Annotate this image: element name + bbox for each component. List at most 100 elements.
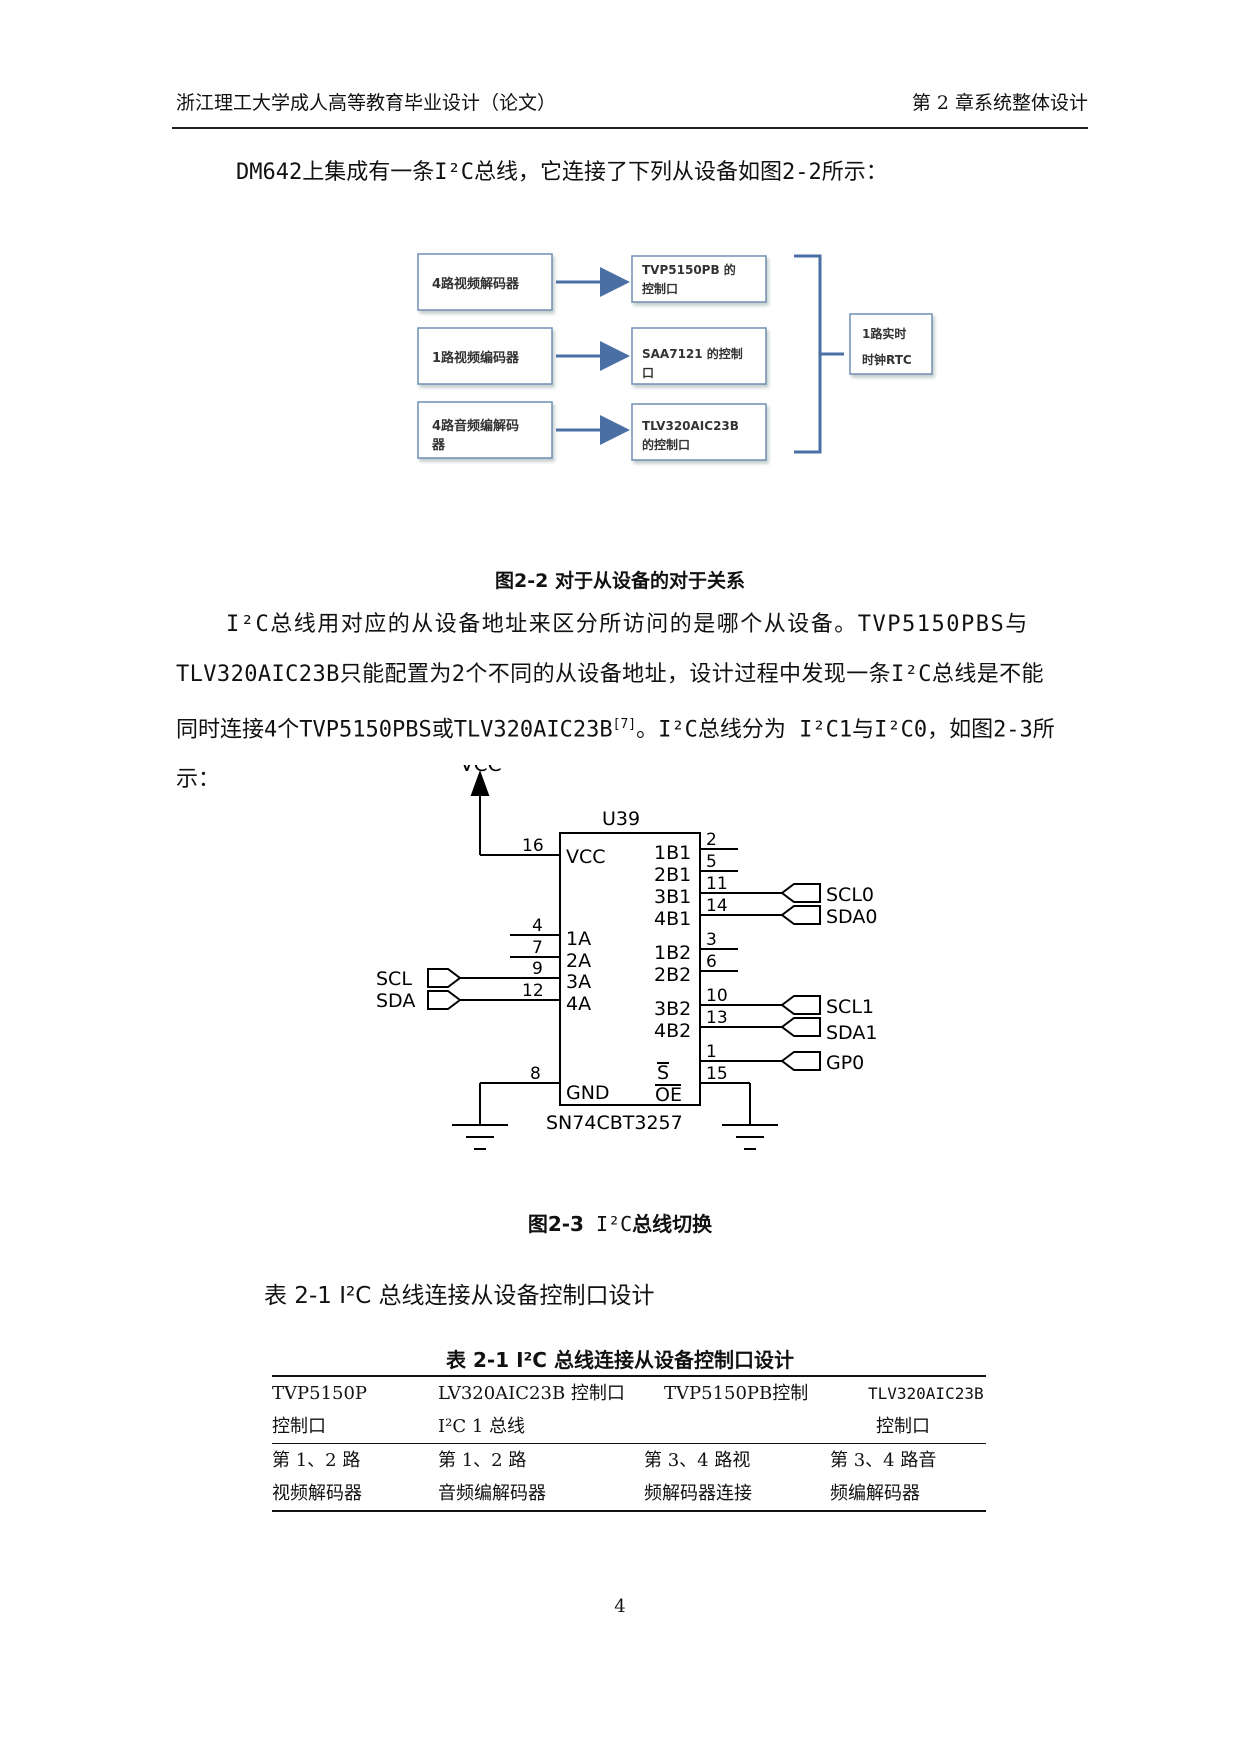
figure-2-3-schematic: VCC U39 SN74CBT3257 16 VCC 4 1A 7 2A 9 3…	[376, 765, 877, 1150]
box-rtc	[849, 313, 933, 375]
pin-9-label: 3A	[566, 971, 591, 993]
paragraph-i2c-line-3b: 。I²C总线分为 I²C1与I²C0，如图2-3所示：	[176, 717, 1055, 793]
gp0-connector	[780, 1051, 821, 1071]
net-scl0: SCL0	[826, 884, 874, 906]
net-sda: SDA	[376, 990, 415, 1012]
box-tlv320-label-1: TLV320AIC23B	[642, 419, 739, 433]
pin-10-label: 3B2	[654, 998, 691, 1020]
pin-10-number: 10	[706, 986, 728, 1006]
paragraph-i2c-line-3: 同时连接4个TVP5150PBS或TLV320AIC23B[7]。I²C总线分为…	[176, 700, 1090, 805]
box-saa7121-label-1: SAA7121 的控制	[642, 346, 743, 361]
pin-2-number: 2	[706, 830, 717, 850]
box-rtc-label-2: 时钟RTC	[862, 352, 912, 367]
box-video-encoder-label: 1路视频编码器	[432, 350, 520, 366]
paragraph-intro: DM642上集成有一条I²C总线，它连接了下列从设备如图2-2所示：	[236, 160, 888, 185]
vcc-arrow-icon	[470, 770, 490, 796]
pin-16-number: 16	[522, 836, 544, 856]
box-saa7121	[631, 327, 767, 385]
pin-15-number: 15	[706, 1064, 728, 1084]
vcc-label: VCC	[460, 765, 502, 776]
pin-12-number: 12	[522, 981, 544, 1001]
box-rtc-label-1: 1路实时	[862, 326, 906, 341]
paragraph-i2c: I²C总线用对应的从设备地址来区分所访问的是哪个从设备。TVP5150PBS与 …	[176, 600, 1090, 805]
box-audio-codec-label-2: 器	[431, 438, 446, 453]
paragraph-i2c-line-2: TLV320AIC23B只能配置为2个不同的从设备地址，设计过程中发现一条I²C…	[176, 662, 1044, 687]
figure-2-3-caption: 图2-3 I²C总线切换	[0, 1208, 1240, 1237]
pin-14-number: 14	[706, 896, 728, 916]
pin-5-number: 5	[706, 852, 717, 872]
row-cell-4: 第 3、4 路音频编解码器	[830, 1450, 937, 1504]
pin-13-label: 4B2	[654, 1020, 691, 1042]
box-tvp5150pb-label-2: 控制口	[642, 281, 678, 296]
row-cell-1: 第 1、2 路视频解码器	[272, 1450, 362, 1504]
citation: [7]	[612, 717, 637, 732]
table-row: 第 1、2 路视频解码器 第 1、2 路音频编解码器 第 3、4 路视频解码器连…	[272, 1444, 986, 1510]
sda0-connector	[780, 905, 821, 925]
paragraph-i2c-line-3a: 同时连接4个TVP5150PBS或TLV320AIC23B	[176, 717, 613, 743]
pin-5-label: 2B1	[654, 864, 691, 886]
box-video-decoder-label: 4路视频解码器	[432, 276, 520, 292]
box-audio-codec-label-1: 4路音频编解码	[432, 418, 519, 434]
page-number: 4	[614, 1596, 626, 1617]
net-sda1: SDA1	[826, 1022, 877, 1044]
scl1-connector	[780, 995, 821, 1015]
box-saa7121-label-2: 口	[642, 366, 654, 380]
figure-2-3-caption-number: 图2-3	[527, 1212, 584, 1236]
pin-1-label: S	[657, 1062, 669, 1084]
table-title: 表 2-1 I²C 总线连接从设备控制口设计	[446, 1348, 794, 1372]
pin-12-label: 4A	[566, 993, 591, 1015]
pin-9-number: 9	[532, 959, 543, 979]
net-scl: SCL	[376, 968, 412, 990]
pin-14-label: 4B1	[654, 908, 691, 930]
pin-11-label: 3B1	[654, 886, 691, 908]
figure-2-2-diagram: 4路视频解码器 1路视频编码器 4路音频编解码 器 TVP5150PB 的 控制…	[417, 253, 933, 461]
pin-2-label: 1B1	[654, 842, 691, 864]
pin-7-label: 2A	[566, 950, 591, 972]
pin-7-number: 7	[532, 938, 543, 958]
pin-11-number: 11	[706, 874, 728, 894]
figure-2-2-caption: 图2-2 对于从设备的对于关系	[495, 570, 745, 592]
pin-13-number: 13	[706, 1008, 728, 1028]
row-cell-2: 第 1、2 路音频编解码器	[438, 1450, 546, 1504]
paragraph-i2c-line-1: I²C总线用对应的从设备地址来区分所访问的是哪个从设备。TVP5150PBS与	[226, 612, 1029, 637]
header-chapter: 第 2 章系统整体设计	[911, 92, 1088, 114]
sda-in-connector	[427, 990, 462, 1010]
sda1-connector	[780, 1017, 821, 1037]
row-cell-3: 第 3、4 路视频解码器连接	[644, 1450, 752, 1504]
box-tvp5150pb	[631, 255, 767, 303]
figure-2-3-caption-i2c: I²C	[583, 1212, 633, 1236]
pin-6-label: 2B2	[654, 964, 691, 986]
net-scl1: SCL1	[826, 996, 874, 1018]
chip-u39	[559, 832, 701, 1106]
pin-4-label: 1A	[566, 928, 591, 950]
header-cell-3: TVP5150PB控制	[664, 1383, 809, 1404]
box-tlv320-label-2: 的控制口	[642, 437, 690, 452]
pin-8-number: 8	[530, 1064, 541, 1084]
chip-name: U39	[602, 808, 640, 830]
table-intro-text: 表 2-1 I²C 总线连接从设备控制口设计	[264, 1283, 655, 1309]
figure-2-3-caption-text: 总线切换	[632, 1212, 713, 1236]
box-tvp5150pb-label-1: TVP5150PB 的	[642, 262, 736, 277]
header-title: 浙江理工大学成人高等教育毕业设计（论文）	[176, 92, 557, 114]
bracket	[794, 254, 844, 454]
pin-16-label: VCC	[566, 846, 606, 868]
scl0-connector	[780, 883, 821, 903]
net-sda0: SDA0	[826, 906, 877, 928]
pin-3-label: 1B2	[654, 942, 691, 964]
pin-3-number: 3	[706, 930, 717, 950]
box-audio-codec	[417, 401, 553, 459]
header-rule	[172, 127, 1088, 129]
chip-part-number: SN74CBT3257	[546, 1112, 683, 1134]
pin-8-label: GND	[566, 1082, 610, 1104]
box-video-decoder	[417, 253, 553, 311]
scl-in-connector	[427, 968, 462, 988]
pin-1-number: 1	[706, 1042, 717, 1062]
box-video-encoder	[417, 327, 553, 385]
net-gp0: GP0	[826, 1052, 864, 1074]
box-tlv320	[631, 403, 767, 461]
